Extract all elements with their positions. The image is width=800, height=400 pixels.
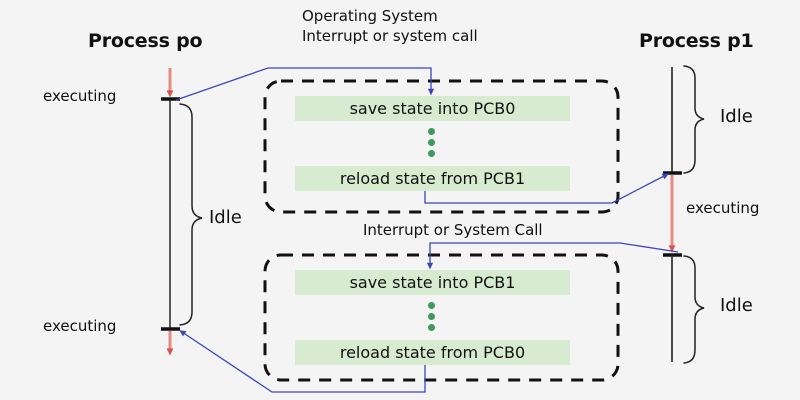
lower-ellipsis-dot-3 [428, 324, 435, 331]
upper-os-dashed-box [263, 79, 620, 214]
label-idle-p1-bottom: Idle [720, 295, 753, 316]
os-caption-line-1: Operating System [302, 7, 438, 25]
page-title-process-p1: Process p1 [639, 30, 754, 52]
flow-lower-box-to-p0 [179, 330, 426, 393]
second-interrupt-caption: Interrupt or System Call [363, 221, 543, 239]
lower-reload-state-box: reload state from PCB0 [295, 340, 570, 365]
upper-save-state-box: save state into PCB0 [295, 96, 570, 121]
label-idle-p1-top: Idle [720, 106, 753, 127]
label-idle-p0: Idle [209, 207, 242, 228]
flow-upper-box-to-p1 [424, 173, 670, 204]
page-title-process-p0: Process po [88, 30, 203, 52]
flow-p0-to-upper-box [175, 67, 435, 101]
label-executing-p1: executing [686, 199, 760, 217]
p0-idle-brace [179, 103, 203, 326]
lower-ellipsis-dot-2 [428, 313, 435, 320]
label-executing-p0-top: executing [43, 87, 117, 105]
upper-ellipsis-dot-1 [428, 128, 435, 135]
p1-idle-brace-bottom [683, 255, 705, 364]
upper-ellipsis-dot-3 [428, 150, 435, 157]
upper-ellipsis-dot-2 [428, 139, 435, 146]
p1-idle-brace-top [683, 65, 705, 174]
flow-p1-to-lower-box [426, 242, 679, 270]
upper-reload-state-box: reload state from PCB1 [295, 166, 570, 191]
os-caption-line-2: Interrupt or system call [302, 27, 478, 45]
lower-save-state-box: save state into PCB1 [295, 270, 570, 295]
label-executing-p0-bottom: executing [43, 317, 117, 335]
lower-ellipsis-dot-1 [428, 302, 435, 309]
